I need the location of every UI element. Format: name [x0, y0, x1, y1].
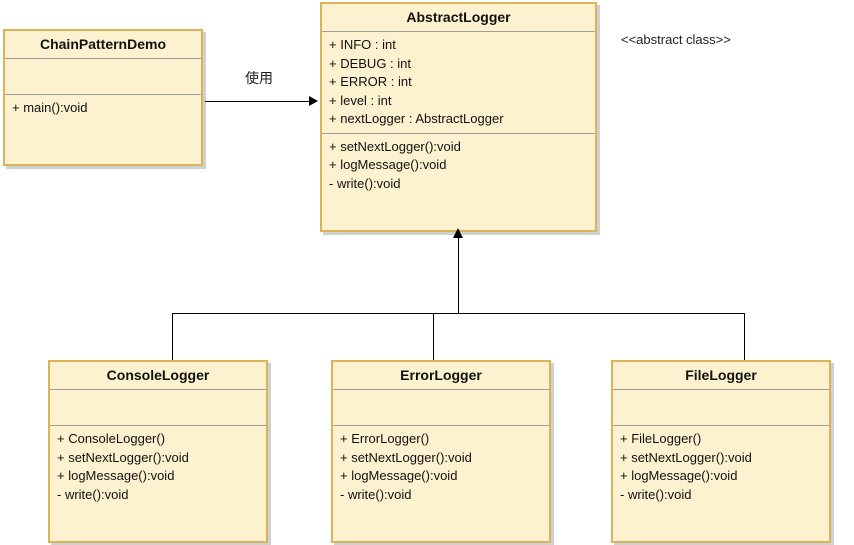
- class-title-error-logger: ErrorLogger: [333, 362, 549, 391]
- attributes-compartment-abstract-logger: + INFO : int + DEBUG : int + ERROR : int…: [322, 32, 595, 134]
- attributes-compartment-chain-pattern-demo: [5, 59, 201, 96]
- attribute-row: + ERROR : int: [329, 74, 412, 90]
- methods-compartment-error-logger: + ErrorLogger() + setNextLogger():void +…: [333, 426, 549, 541]
- attributes-compartment-error-logger: [333, 390, 549, 427]
- class-title-abstract-logger: AbstractLogger: [322, 4, 595, 33]
- class-box-console-logger[interactable]: ConsoleLogger + ConsoleLogger() + setNex…: [48, 360, 268, 543]
- abstract-class-stereotype-label: <<abstract class>>: [621, 32, 731, 47]
- class-box-error-logger[interactable]: ErrorLogger + ErrorLogger() + setNextLog…: [331, 360, 551, 543]
- method-row: - write():void: [340, 486, 412, 502]
- method-row: + ErrorLogger(): [340, 431, 430, 447]
- usage-association-line: [205, 101, 311, 102]
- class-box-chain-pattern-demo[interactable]: ChainPatternDemo + main():void: [3, 29, 203, 166]
- inheritance-branch-console-logger: [172, 313, 173, 361]
- method-row: + logMessage():void: [620, 468, 738, 484]
- method-row: + setNextLogger():void: [57, 449, 189, 465]
- method-row: + ConsoleLogger(): [57, 431, 166, 447]
- attributes-empty-file-logger: [620, 394, 823, 421]
- class-title-file-logger: FileLogger: [613, 362, 829, 391]
- attributes-compartment-console-logger: [50, 390, 266, 427]
- inheritance-arrowhead-icon: [453, 228, 463, 238]
- inheritance-branch-error-logger: [433, 313, 434, 361]
- method-row: - write():void: [329, 175, 401, 191]
- method-row: + FileLogger(): [620, 431, 702, 447]
- class-box-file-logger[interactable]: FileLogger + FileLogger() + setNextLogge…: [611, 360, 831, 543]
- method-row: + logMessage():void: [340, 468, 458, 484]
- class-box-abstract-logger[interactable]: AbstractLogger + INFO : int + DEBUG : in…: [320, 2, 597, 232]
- class-title-chain-pattern-demo: ChainPatternDemo: [5, 31, 201, 60]
- methods-compartment-chain-pattern-demo: + main():void: [5, 95, 201, 164]
- method-row: + setNextLogger():void: [620, 449, 752, 465]
- method-row: + logMessage():void: [57, 468, 175, 484]
- attribute-row: + INFO : int: [329, 37, 396, 53]
- usage-arrowhead-icon: [309, 96, 318, 106]
- attribute-row: + level : int: [329, 92, 392, 108]
- attribute-row: + nextLogger : AbstractLogger: [329, 111, 504, 127]
- methods-compartment-console-logger: + ConsoleLogger() + setNextLogger():void…: [50, 426, 266, 541]
- method-row: + setNextLogger():void: [329, 138, 461, 154]
- class-title-console-logger: ConsoleLogger: [50, 362, 266, 391]
- attributes-empty-error-logger: [340, 394, 543, 421]
- attributes-compartment-file-logger: [613, 390, 829, 427]
- method-row: + main():void: [12, 100, 88, 116]
- methods-compartment-file-logger: + FileLogger() + setNextLogger():void + …: [613, 426, 829, 541]
- attributes-empty-chain-pattern-demo: [12, 63, 195, 90]
- method-row: + setNextLogger():void: [340, 449, 472, 465]
- methods-compartment-abstract-logger: + setNextLogger():void + logMessage():vo…: [322, 134, 595, 230]
- attributes-empty-console-logger: [57, 394, 260, 421]
- inheritance-branch-file-logger: [744, 313, 745, 361]
- method-row: + logMessage():void: [329, 157, 447, 173]
- inheritance-bus-line: [172, 313, 745, 314]
- inheritance-stem-line: [458, 238, 459, 314]
- method-row: - write():void: [620, 486, 692, 502]
- attribute-row: + DEBUG : int: [329, 55, 411, 71]
- relation-label-usage: 使用: [245, 70, 273, 86]
- method-row: - write():void: [57, 486, 129, 502]
